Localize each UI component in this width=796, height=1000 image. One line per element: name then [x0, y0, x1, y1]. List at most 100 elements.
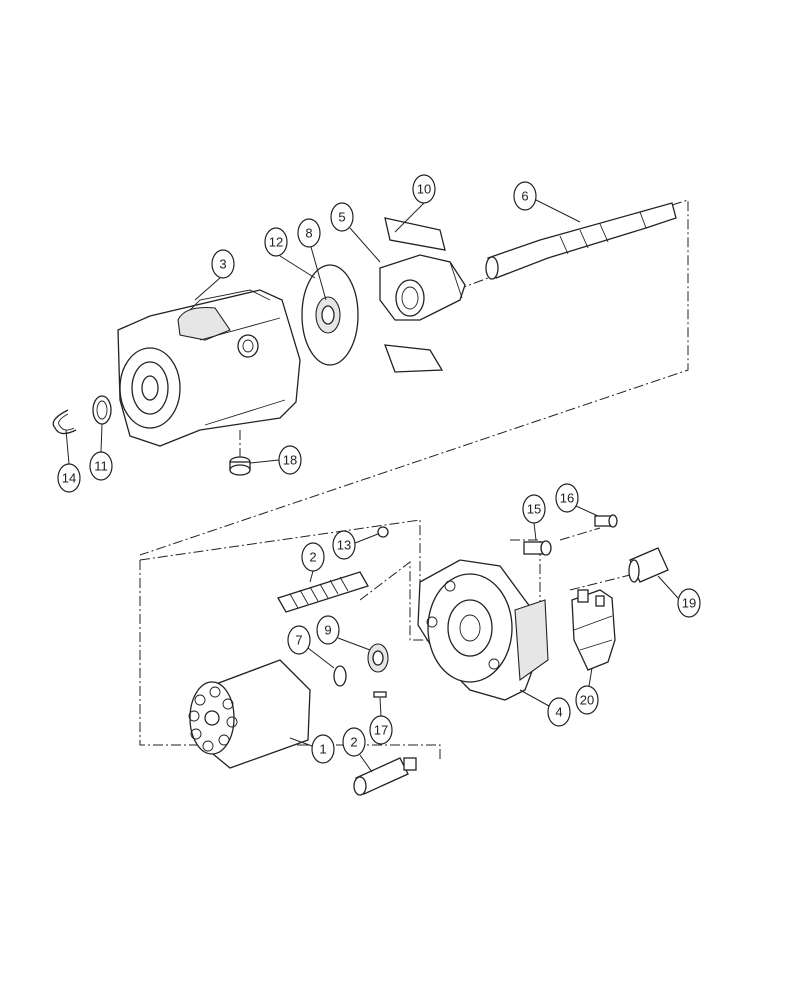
callout-number: 2 [309, 550, 316, 565]
callout-6: 6 [513, 181, 581, 223]
callout-leader-line [194, 277, 221, 301]
callout-number: 8 [305, 226, 312, 241]
callout-circle [677, 588, 701, 618]
callout-number: 7 [295, 633, 302, 648]
callout-circle [316, 615, 340, 645]
callout-20: 20 [575, 667, 599, 715]
callout-leader-line [519, 689, 550, 707]
callout-5: 5 [330, 202, 381, 263]
callout-number: 20 [580, 693, 594, 708]
callout-number: 19 [682, 596, 696, 611]
callout-11: 11 [89, 423, 113, 481]
callout-leader-line [289, 737, 313, 747]
callout-1: 1 [289, 734, 335, 764]
callout-circle [412, 174, 436, 204]
seal-part-11 [92, 395, 112, 425]
callout-circle [301, 542, 325, 572]
callout-circle [342, 727, 366, 757]
callout-leader-line [349, 227, 381, 263]
rotary-group-part-1 [188, 659, 311, 769]
callout-leader-line [533, 522, 537, 541]
callout-10: 10 [394, 174, 436, 233]
callout-circle [575, 685, 599, 715]
callout-number: 10 [417, 182, 431, 197]
callout-17: 17 [369, 697, 393, 745]
callout-circle [297, 218, 321, 248]
pump-housing-part-3 [117, 289, 301, 447]
callout-12: 12 [264, 227, 316, 279]
callout-circle [513, 181, 537, 211]
callout-circle [522, 494, 546, 524]
callout-number: 17 [374, 723, 388, 738]
callout-circle [332, 530, 356, 560]
callout-4: 4 [519, 689, 571, 727]
callout-circle [311, 734, 335, 764]
callout-leader-line [394, 202, 425, 233]
callout-number: 13 [337, 538, 351, 553]
control-piston-part-2 [277, 571, 369, 613]
callout-number: 2 [350, 735, 357, 750]
callout-15: 15 [522, 494, 546, 541]
pin-part-17 [373, 691, 387, 698]
callout-number: 6 [521, 189, 528, 204]
snap-ring-part-14 [52, 409, 77, 435]
callout-number: 16 [560, 491, 574, 506]
callout-leader-line [279, 255, 316, 279]
callout-circle [369, 715, 393, 745]
callout-circle [330, 202, 354, 232]
callout-leader-line [100, 423, 103, 453]
callout-8: 8 [297, 218, 327, 301]
callout-leader-line [249, 459, 280, 464]
bolt-part-15 [523, 540, 552, 556]
callout-3: 3 [194, 249, 235, 301]
callout-number: 15 [527, 502, 541, 517]
callout-circle [57, 463, 81, 493]
callout-circle [211, 249, 235, 279]
callout-leader-line [657, 575, 679, 599]
bolt-part-16 [594, 514, 618, 528]
bearing-housing-part-5 [379, 254, 466, 321]
control-valve-part-20 [571, 589, 616, 671]
callout-number: 1 [319, 742, 326, 757]
drive-shaft-part-6 [485, 202, 677, 280]
callout-circle [287, 625, 311, 655]
callout-number: 5 [338, 210, 345, 225]
callout-leader-line [359, 754, 373, 773]
piston-part-2-lower [353, 757, 417, 796]
callout-leader-line [337, 637, 371, 651]
callout-leader-line [588, 667, 593, 687]
callout-16: 16 [555, 483, 599, 517]
callout-number: 12 [269, 235, 283, 250]
ball-part-13 [377, 526, 389, 538]
callout-18: 18 [249, 445, 302, 475]
callout-14: 14 [57, 429, 81, 493]
plug-part-18 [229, 456, 251, 476]
callout-9: 9 [316, 615, 371, 651]
retainer-part-10 [384, 217, 446, 373]
bearing-part-9 [367, 643, 389, 673]
callout-number: 18 [283, 453, 297, 468]
callout-13: 13 [332, 530, 379, 560]
callout-number: 11 [94, 459, 108, 474]
callout-2: 2 [342, 727, 373, 773]
callout-leader-line [354, 533, 379, 544]
sleeve-part-19 [628, 547, 669, 583]
callout-number: 4 [555, 705, 562, 720]
callout-number: 14 [62, 471, 76, 486]
callout-leader-line [309, 570, 314, 583]
callout-leader-line [310, 246, 327, 301]
callout-circle [89, 451, 113, 481]
callout-circle [264, 227, 288, 257]
callout-2: 2 [301, 542, 325, 583]
callout-circle [278, 445, 302, 475]
callout-leader-line [379, 697, 382, 717]
callout-leader-line [65, 429, 70, 465]
port-plate-part-4 [417, 559, 549, 701]
callout-leader-line [307, 647, 335, 669]
callout-circle [547, 697, 571, 727]
callout-leader-line [535, 199, 581, 223]
callout-circle [555, 483, 579, 513]
